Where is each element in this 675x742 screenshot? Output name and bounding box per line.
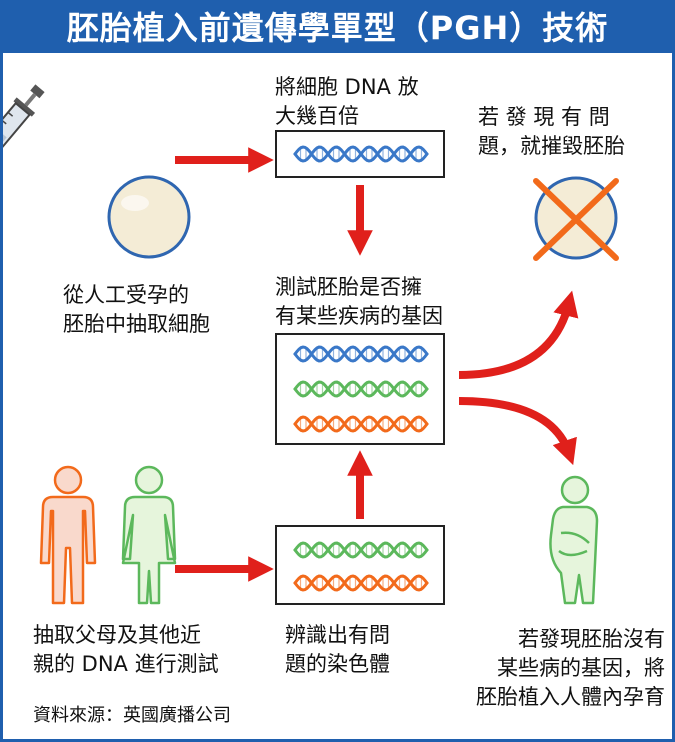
arrow-test-to-destroy: [458, 290, 579, 379]
test-genes-label: 測試胚胎是否擁 有某些疾病的基因: [275, 275, 443, 328]
identify-label: 辨識出有問 題的染色體: [285, 623, 390, 676]
dna-helix-green-lower: [293, 541, 429, 559]
dna-strand: [293, 574, 429, 592]
dna-helix-blue-top: [293, 145, 429, 163]
parents-dna-label: 抽取父母及其他近 親的 DNA 進行測試: [33, 623, 219, 676]
dna-helix-orange-lower: [293, 574, 429, 592]
amplify-label: 將細胞 DNA 放 大幾百倍: [275, 75, 419, 128]
father-icon: [39, 465, 97, 605]
destroyed-embryo-icon: [533, 176, 619, 261]
dna-helix-orange: [293, 415, 429, 433]
flow-arrows: [175, 147, 579, 582]
embryo-cell-icon: [107, 175, 191, 259]
implant-label: 若發現胚胎沒有 某些病的基因，將 胚胎植入人體內孕育: [476, 627, 665, 709]
dna-box-amplified: [275, 130, 445, 178]
syringe-icon: [3, 84, 45, 164]
dna-strand: [293, 415, 429, 433]
dna-strand: [293, 345, 429, 363]
mother-icon: [121, 465, 177, 605]
diagram-graphics: [3, 84, 619, 605]
destroy-label: 若 發 現 有 問 題，就摧毀胚胎: [478, 105, 625, 158]
arrow-test-to-implant: [458, 397, 577, 466]
dna-strand: [293, 145, 429, 163]
dna-box-chromosome: [275, 525, 445, 605]
extract-cell-label: 從人工受孕的 胚胎中抽取細胞: [63, 283, 210, 336]
dna-strand: [293, 541, 429, 559]
dna-helix-green: [293, 380, 429, 398]
source-note: 資料來源：英國廣播公司: [33, 705, 231, 726]
dna-strand: [293, 380, 429, 398]
page-title: 胚胎植入前遺傳學單型（PGH）技術: [3, 3, 672, 53]
pregnant-woman-icon: [549, 475, 599, 605]
dna-helix-blue: [293, 345, 429, 363]
